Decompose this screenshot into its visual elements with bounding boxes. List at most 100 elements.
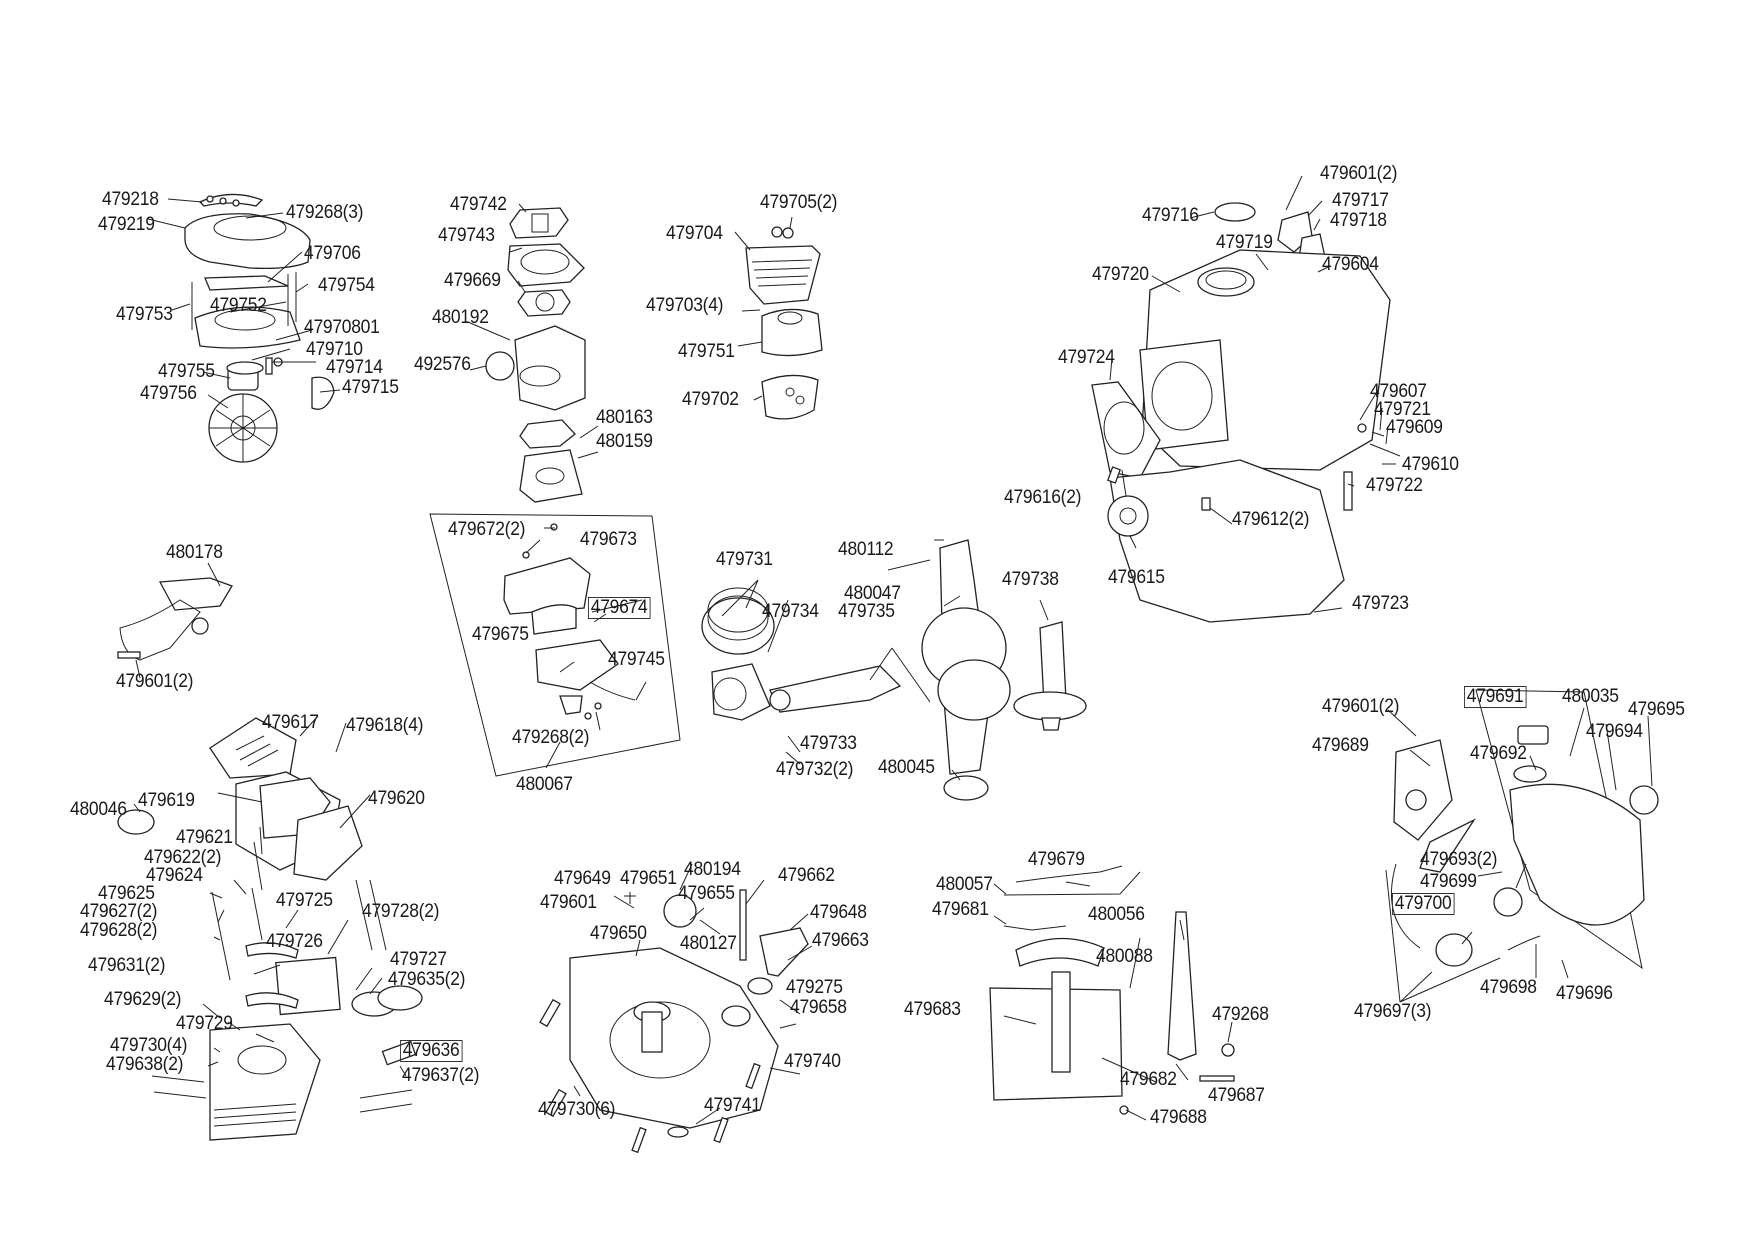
part-label: 479681 (932, 899, 989, 920)
part-label: 479687 (1208, 1085, 1265, 1106)
part-label: 47970801 (304, 317, 380, 338)
part-label: 479704 (666, 223, 723, 244)
part-label: 479651 (620, 868, 677, 889)
part-label: 479663 (812, 930, 869, 951)
part-label: 479718 (1330, 210, 1387, 231)
part-label: 480127 (680, 933, 737, 954)
part-label: 479682 (1120, 1069, 1177, 1090)
kit-label: 480035 (1562, 686, 1619, 707)
part-label: 479756 (140, 383, 197, 404)
part-label: 479723 (1352, 593, 1409, 614)
part-label: 480057 (936, 874, 993, 895)
part-label: 479620 (368, 788, 425, 809)
part-label: 480178 (166, 542, 223, 563)
part-label: 479717 (1332, 190, 1389, 211)
governor-control-drawing (989, 865, 1235, 1115)
part-label: 479727 (390, 949, 447, 970)
part-label: 479728(2) (362, 901, 440, 922)
part-label: 479637(2) (402, 1065, 480, 1086)
part-label: 479696 (1556, 983, 1613, 1004)
part-label: 479754 (318, 275, 375, 296)
part-label: 479735 (838, 601, 895, 622)
part-label: 479733 (800, 733, 857, 754)
part-label: 479719 (1216, 232, 1273, 253)
part-label: 479616(2) (1004, 487, 1082, 508)
part-label: 479697(3) (1354, 1001, 1432, 1022)
part-label: 479688 (1150, 1107, 1207, 1128)
part-label: 479710 (306, 339, 363, 360)
part-label: 479731 (716, 549, 773, 570)
part-label: 479648 (810, 902, 867, 923)
part-label: 479742 (450, 194, 507, 215)
part-label: 479601(2) (1322, 696, 1400, 717)
part-label: 479745 (608, 649, 665, 670)
part-label: 479689 (1312, 735, 1369, 756)
fuel-tank-drawing (1385, 689, 1659, 1003)
part-label: 479716 (1142, 205, 1199, 226)
part-label: 479622(2) (144, 847, 222, 868)
part-label: 479610 (1402, 454, 1459, 475)
part-label: 479721 (1374, 399, 1431, 420)
part-label: 480045 (878, 757, 935, 778)
part-label: 479615 (1108, 567, 1165, 588)
part-label: 479673 (580, 529, 637, 550)
part-label: 479669 (444, 270, 501, 291)
kit-label: 480067 (516, 774, 573, 795)
part-label: 480046 (70, 799, 127, 820)
part-label: 479621 (176, 827, 233, 848)
part-label: 479730(6) (538, 1099, 616, 1120)
part-label: 479650 (590, 923, 647, 944)
piston-crank-drawing (701, 539, 1087, 801)
part-label: 480192 (432, 307, 489, 328)
part-label: 480163 (596, 407, 653, 428)
part-label: 479705(2) (760, 192, 838, 213)
muffler-drawing (745, 226, 823, 420)
part-label: 479683 (904, 999, 961, 1020)
part-label: 479725 (276, 890, 333, 911)
part-label: 480088 (1096, 946, 1153, 967)
part-label: 479604 (1322, 254, 1379, 275)
part-label: 479638(2) (106, 1054, 184, 1075)
part-label: 479268 (1212, 1004, 1269, 1025)
part-label: 479743 (438, 225, 495, 246)
carburetor-drawing (485, 207, 586, 503)
part-label: 479741 (704, 1095, 761, 1116)
part-label: 479655 (678, 883, 735, 904)
part-label: 479618(4) (346, 715, 424, 736)
part-label: 479601(2) (1320, 163, 1398, 184)
part-label: 479722 (1366, 475, 1423, 496)
part-label: 479629(2) (104, 989, 182, 1010)
part-label: 479724 (1058, 347, 1115, 368)
part-label: 479692 (1470, 743, 1527, 764)
part-label: 479699 (1420, 871, 1477, 892)
part-label: 479738 (1002, 569, 1059, 590)
part-label: 479627(2) (80, 901, 158, 922)
part-label: 479275 (786, 977, 843, 998)
part-label: 479729 (176, 1013, 233, 1034)
part-label: 479693(2) (1420, 849, 1498, 870)
part-label: 479218 (102, 189, 159, 210)
part-label: 479732(2) (776, 759, 854, 780)
part-label: 479698 (1480, 977, 1537, 998)
air-filter-kit-drawing (429, 513, 681, 777)
part-label: 479740 (784, 1051, 841, 1072)
part-label: 479755 (158, 361, 215, 382)
part-label: 480112 (838, 539, 894, 560)
recoil-starter-drawing (184, 193, 335, 463)
part-label: 479268(3) (286, 202, 364, 223)
part-label-boxed: 479636 (400, 1040, 463, 1062)
part-label: 479617 (262, 712, 319, 733)
part-label: 479612(2) (1232, 509, 1310, 530)
part-label: 479679 (1028, 849, 1085, 870)
part-label: 479694 (1586, 721, 1643, 742)
part-label: 480047 (844, 583, 901, 604)
part-label: 479672(2) (448, 519, 526, 540)
part-label: 479601(2) (116, 671, 194, 692)
part-label: 479607 (1370, 381, 1427, 402)
part-label: 479715 (342, 377, 399, 398)
ignition-coil-drawing (117, 577, 233, 661)
part-label: 479726 (266, 931, 323, 952)
part-label: 479720 (1092, 264, 1149, 285)
part-label: 479730(4) (110, 1035, 188, 1056)
